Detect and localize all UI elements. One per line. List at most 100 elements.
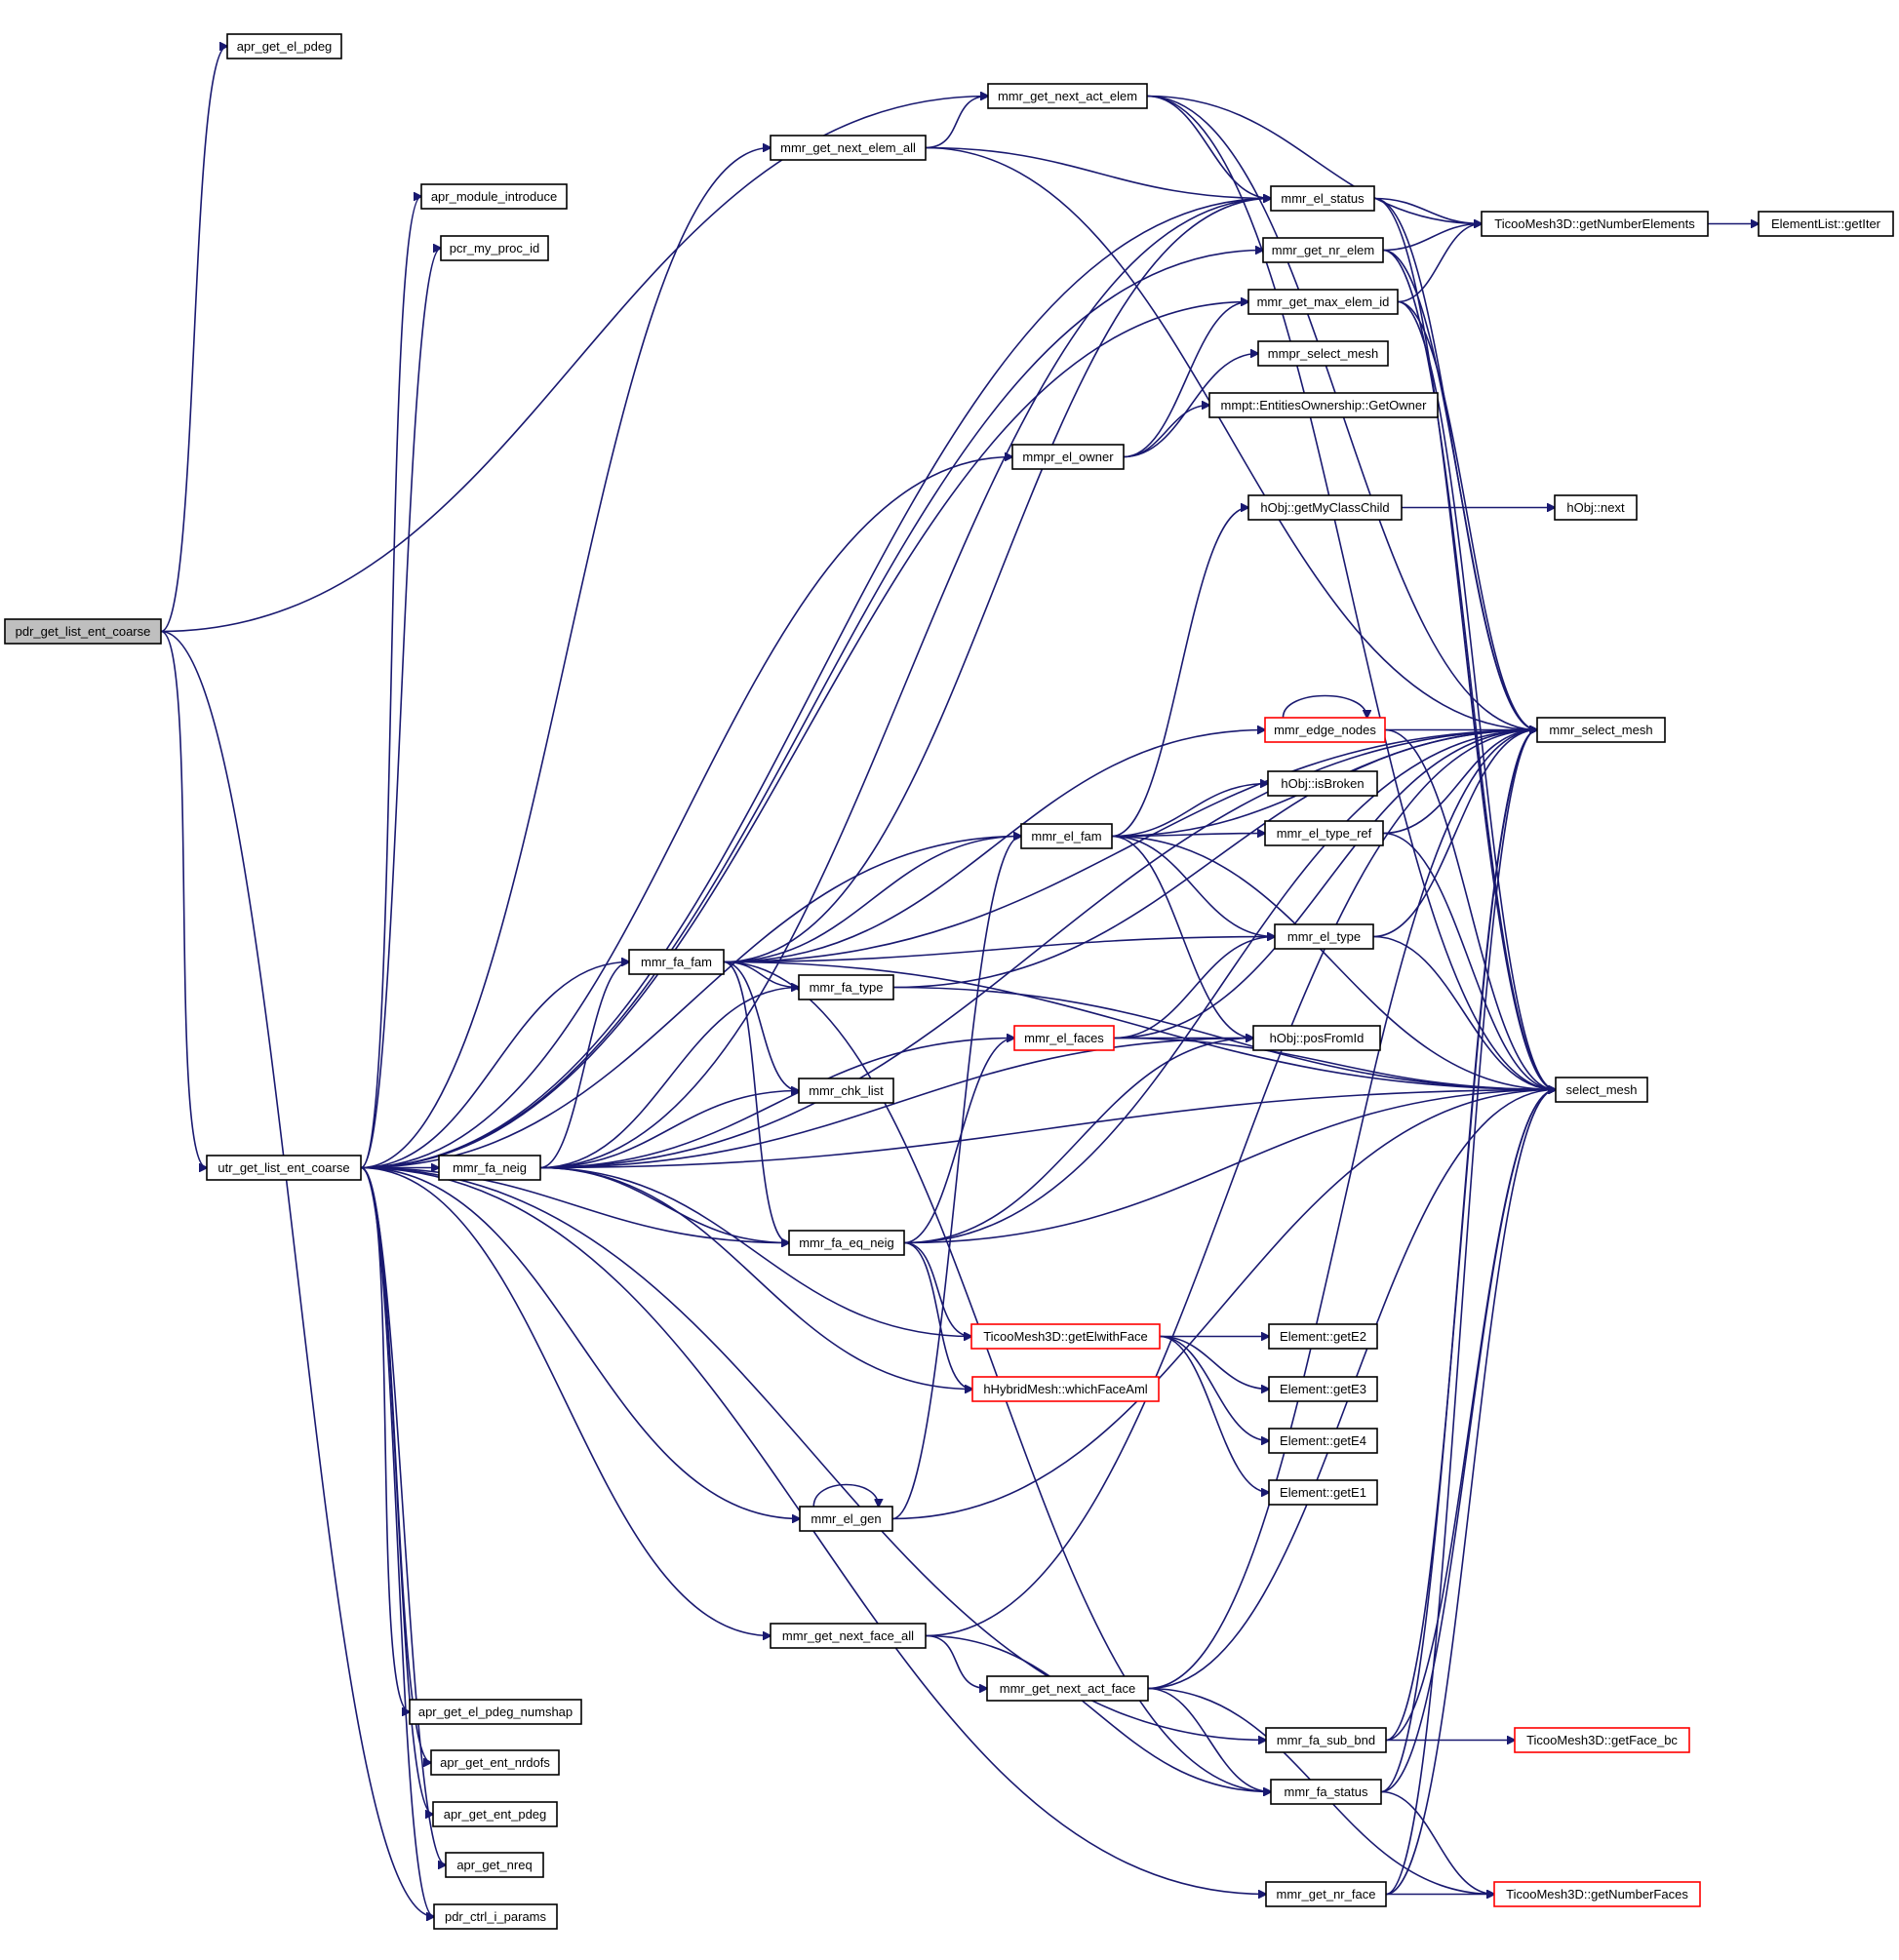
node-box bbox=[440, 235, 549, 261]
node-element-gete3[interactable]: Element::getE3 bbox=[1268, 1376, 1378, 1402]
node-hobj-next[interactable]: hObj::next bbox=[1554, 494, 1638, 521]
node-element-gete1[interactable]: Element::getE1 bbox=[1268, 1479, 1378, 1506]
node-label: hObj::getMyClassChild bbox=[1260, 500, 1389, 515]
node-select-mesh[interactable]: select_mesh bbox=[1555, 1077, 1648, 1103]
node-label: Element::getE1 bbox=[1280, 1485, 1366, 1500]
node-mmr-get-nr-face[interactable]: mmr_get_nr_face bbox=[1265, 1881, 1387, 1907]
node-mmr-edge-nodes[interactable]: mmr_edge_nodes bbox=[1264, 717, 1386, 743]
call-edge-mmr-fa-neig-to-mmr-fa-type bbox=[539, 988, 799, 1169]
call-edge-mmr-fa-fam-to-mmr-el-status bbox=[723, 199, 1271, 963]
node-mmr-get-next-face-all[interactable]: mmr_get_next_face_all bbox=[770, 1623, 927, 1649]
call-edge-mmr-fa-status-to-select-mesh bbox=[1380, 1090, 1556, 1793]
node-mmr-fa-sub-bnd[interactable]: mmr_fa_sub_bnd bbox=[1265, 1727, 1387, 1753]
node-mmr-get-next-elem-all[interactable]: mmr_get_next_elem_all bbox=[770, 135, 927, 161]
node-apr-get-ent-pdeg[interactable]: apr_get_ent_pdeg bbox=[432, 1801, 558, 1827]
node-mmpr-el-owner[interactable]: mmpr_el_owner bbox=[1011, 444, 1125, 470]
node-box bbox=[1481, 211, 1709, 237]
node-label: hObj::isBroken bbox=[1281, 776, 1364, 791]
call-edge-mmr-fa-neig-to-hhybrid-whichfaceaml bbox=[539, 1166, 972, 1390]
node-mmr-select-mesh[interactable]: mmr_select_mesh bbox=[1536, 717, 1666, 743]
node-ticoo-getnumberfaces[interactable]: TicooMesh3D::getNumberFaces bbox=[1493, 1881, 1701, 1907]
call-edge-mmr-el-faces-to-mmr-el-type bbox=[1113, 937, 1275, 1039]
node-mmr-fa-fam[interactable]: mmr_fa_fam bbox=[628, 949, 725, 975]
call-edge-utr-get-list-ent-coarse-to-pdr-ctrl-i-params bbox=[360, 1166, 434, 1917]
node-apr-get-nreq[interactable]: apr_get_nreq bbox=[445, 1852, 544, 1878]
node-pcr-my-proc-id[interactable]: pcr_my_proc_id bbox=[440, 235, 549, 261]
node-ticoo-getelwithface[interactable]: TicooMesh3D::getElwithFace bbox=[970, 1323, 1161, 1350]
node-mmr-get-max-elem-id[interactable]: mmr_get_max_elem_id bbox=[1247, 289, 1399, 315]
call-edge-mmr-el-gen-to-mmr-el-gen bbox=[812, 1483, 879, 1508]
node-box bbox=[1257, 340, 1389, 367]
call-edge-mmr-get-max-elem-id-to-mmr-select-mesh bbox=[1397, 300, 1537, 730]
call-edge-mmr-el-gen-to-select-mesh bbox=[891, 1090, 1556, 1520]
node-label: mmr_get_next_elem_all bbox=[780, 140, 916, 155]
node-box bbox=[1262, 237, 1384, 263]
node-mmr-el-status[interactable]: mmr_el_status bbox=[1270, 185, 1375, 212]
node-apr-get-el-pdeg-numshap[interactable]: apr_get_el_pdeg_numshap bbox=[409, 1699, 582, 1725]
node-mmr-fa-neig[interactable]: mmr_fa_neig bbox=[438, 1155, 541, 1181]
call-edge-mmr-fa-eq-neig-to-mmr-select-mesh bbox=[903, 730, 1537, 1244]
node-ticoo-getface-bc[interactable]: TicooMesh3D::getFace_bc bbox=[1514, 1727, 1690, 1753]
node-mmr-get-nr-elem[interactable]: mmr_get_nr_elem bbox=[1262, 237, 1384, 263]
node-label: mmr_get_max_elem_id bbox=[1257, 294, 1390, 309]
call-edge-mmr-fa-fam-to-mmr-edge-nodes bbox=[723, 730, 1265, 963]
call-edge-utr-get-list-ent-coarse-to-apr-module-introduce bbox=[360, 197, 421, 1169]
call-edge-mmr-el-status-to-ticoo-getnumberelements bbox=[1373, 197, 1482, 224]
node-utr-get-list-ent-coarse[interactable]: utr_get_list_ent_coarse bbox=[206, 1155, 362, 1181]
node-apr-get-el-pdeg[interactable]: apr_get_el_pdeg bbox=[226, 33, 342, 59]
node-mmr-get-next-act-elem[interactable]: mmr_get_next_act_elem bbox=[987, 83, 1148, 109]
node-label: mmpr_el_owner bbox=[1022, 450, 1114, 464]
node-mmr-el-gen[interactable]: mmr_el_gen bbox=[799, 1506, 893, 1532]
node-box bbox=[430, 1749, 560, 1776]
node-element-gete4[interactable]: Element::getE4 bbox=[1268, 1428, 1378, 1454]
node-hobj-posfromid[interactable]: hObj::posFromId bbox=[1252, 1025, 1381, 1051]
node-apr-module-introduce[interactable]: apr_module_introduce bbox=[420, 183, 568, 210]
node-label: TicooMesh3D::getNumberElements bbox=[1494, 216, 1695, 231]
call-edge-mmr-fa-fam-to-mmr-fa-eq-neig bbox=[723, 960, 789, 1243]
node-box bbox=[206, 1155, 362, 1181]
node-mmr-get-next-act-face[interactable]: mmr_get_next_act_face bbox=[986, 1675, 1149, 1702]
node-label: hHybridMesh::whichFaceAml bbox=[983, 1382, 1147, 1396]
node-mmr-fa-status[interactable]: mmr_fa_status bbox=[1270, 1779, 1382, 1805]
node-mmr-chk-list[interactable]: mmr_chk_list bbox=[798, 1078, 894, 1104]
node-hobj-isbroken[interactable]: hObj::isBroken bbox=[1267, 770, 1378, 797]
call-edge-mmr-fa-fam-to-mmr-chk-list bbox=[723, 960, 799, 1091]
node-mmr-el-type-ref[interactable]: mmr_el_type_ref bbox=[1264, 820, 1384, 846]
node-mmr-el-type[interactable]: mmr_el_type bbox=[1274, 923, 1374, 950]
node-box bbox=[1265, 1881, 1387, 1907]
node-label: mmr_el_faces bbox=[1024, 1031, 1104, 1045]
node-mmr-el-fam[interactable]: mmr_el_fam bbox=[1020, 823, 1113, 849]
call-edge-mmr-el-status-to-select-mesh bbox=[1373, 197, 1556, 1090]
call-edge-mmr-fa-neig-to-mmr-select-mesh bbox=[539, 730, 1537, 1169]
call-edge-mmr-edge-nodes-to-mmr-edge-nodes bbox=[1282, 694, 1366, 719]
node-label: hObj::posFromId bbox=[1270, 1031, 1365, 1045]
node-box bbox=[1514, 1727, 1690, 1753]
node-mmpr-select-mesh[interactable]: mmpr_select_mesh bbox=[1257, 340, 1389, 367]
node-box bbox=[1252, 1025, 1381, 1051]
node-box bbox=[798, 974, 894, 1000]
node-label: pdr_ctrl_i_params bbox=[445, 1909, 547, 1924]
node-hhybrid-whichfaceaml[interactable]: hHybridMesh::whichFaceAml bbox=[971, 1376, 1160, 1402]
node-mmr-el-faces[interactable]: mmr_el_faces bbox=[1013, 1025, 1115, 1051]
node-label: mmr_el_status bbox=[1281, 191, 1365, 206]
call-edge-pdr-get-list-ent-coarse-to-utr-get-list-ent-coarse bbox=[160, 630, 207, 1168]
node-box bbox=[799, 1506, 893, 1532]
node-label: mmr_get_next_face_all bbox=[782, 1628, 914, 1643]
call-edge-mmr-get-next-elem-all-to-mmr-el-status bbox=[925, 146, 1271, 199]
node-apr-get-ent-nrdofs[interactable]: apr_get_ent_nrdofs bbox=[430, 1749, 560, 1776]
node-label: pcr_my_proc_id bbox=[450, 241, 540, 255]
node-element-gete2[interactable]: Element::getE2 bbox=[1268, 1323, 1378, 1350]
node-mmpt-getowner[interactable]: mmpt::EntitiesOwnership::GetOwner bbox=[1208, 392, 1439, 418]
node-label: mmr_el_type_ref bbox=[1277, 826, 1372, 841]
node-hobj-getmyclasschild[interactable]: hObj::getMyClassChild bbox=[1247, 494, 1403, 521]
node-ticoo-getnumberelements[interactable]: TicooMesh3D::getNumberElements bbox=[1481, 211, 1709, 237]
node-mmr-fa-type[interactable]: mmr_fa_type bbox=[798, 974, 894, 1000]
node-pdr-ctrl-i-params[interactable]: pdr_ctrl_i_params bbox=[433, 1903, 558, 1930]
node-elementlist-getiter[interactable]: ElementList::getIter bbox=[1758, 211, 1894, 237]
node-pdr-get-list-ent-coarse[interactable]: pdr_get_list_ent_coarse bbox=[4, 618, 162, 645]
node-label: Element::getE4 bbox=[1280, 1433, 1366, 1448]
node-mmr-fa-eq-neig[interactable]: mmr_fa_eq_neig bbox=[788, 1230, 905, 1256]
call-edge-mmr-el-fam-to-hobj-posfromid bbox=[1111, 835, 1253, 1039]
call-edge-utr-get-list-ent-coarse-to-mmr-fa-eq-neig bbox=[360, 1166, 789, 1243]
call-edge-mmr-fa-type-to-mmr-select-mesh bbox=[892, 730, 1537, 989]
